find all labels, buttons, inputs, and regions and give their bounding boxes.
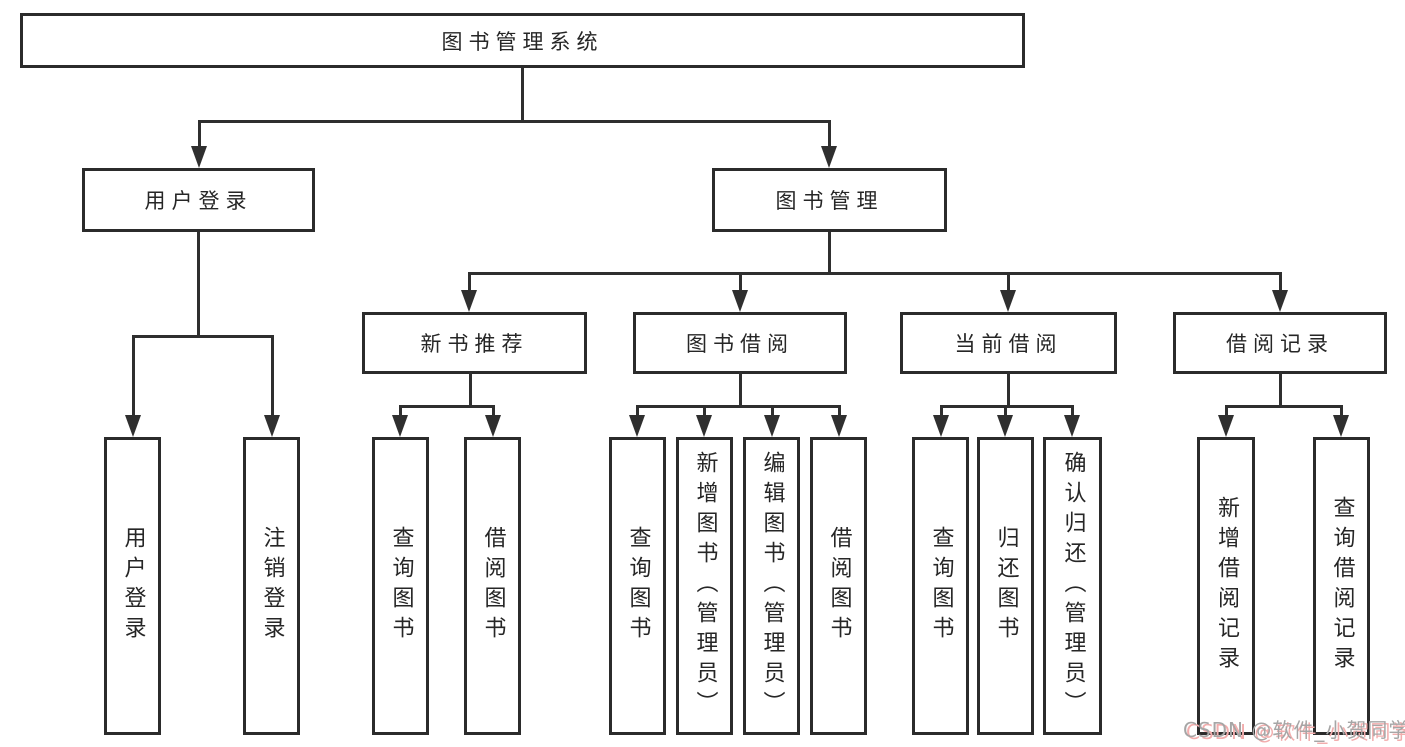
connector-borrowing-stem	[739, 372, 742, 405]
connector-arrow-line	[703, 405, 706, 417]
arrowhead-icon	[1000, 290, 1016, 312]
connector-arrow-line	[1225, 405, 1228, 417]
connector-new-book-branch	[399, 405, 495, 408]
arrowhead-icon	[392, 415, 408, 437]
connector-arrow-line	[132, 335, 135, 417]
node-book-borrowing: 图书借阅	[633, 312, 847, 374]
connector-arrow-line	[771, 405, 774, 417]
leaf-add-borrow-record: 新增借阅记录	[1197, 437, 1255, 735]
node-user-login: 用户登录	[82, 168, 315, 232]
arrowhead-icon	[696, 415, 712, 437]
leaf-add-books-admin: 新增图书（管理员）	[676, 437, 733, 735]
node-new-book-recommendation: 新书推荐	[362, 312, 587, 374]
connector-arrow-line	[271, 335, 274, 417]
connector-arrow-line	[940, 405, 943, 417]
connector-arrow-line	[1279, 272, 1282, 292]
connector-arrow-line	[636, 405, 639, 417]
connector-current-branch	[940, 405, 1074, 408]
arrowhead-icon	[191, 146, 207, 168]
node-current-borrowing: 当前借阅	[900, 312, 1117, 374]
connector-arrow-line	[1007, 272, 1010, 292]
arrowhead-icon	[1272, 290, 1288, 312]
leaf-confirm-return-admin: 确认归还（管理员）	[1043, 437, 1102, 735]
csdn-watermark: CSDN @软件_小贺同学	[1183, 718, 1405, 742]
connector-book-mgmt-stem	[828, 232, 831, 272]
connector-arrow-line	[838, 405, 841, 417]
arrowhead-icon	[764, 415, 780, 437]
arrowhead-icon	[461, 290, 477, 312]
arrowhead-icon	[732, 290, 748, 312]
arrowhead-icon	[1064, 415, 1080, 437]
arrowhead-icon	[933, 415, 949, 437]
connector-user-login-branch	[132, 335, 274, 338]
node-root: 图书管理系统	[20, 13, 1025, 68]
node-borrowing-records: 借阅记录	[1173, 312, 1387, 374]
arrowhead-icon	[1333, 415, 1349, 437]
connector-current-stem	[1007, 372, 1010, 405]
connector-records-stem	[1279, 372, 1282, 405]
arrowhead-icon	[629, 415, 645, 437]
leaf-user-login: 用户登录	[104, 437, 161, 735]
connector-arrow-line	[1071, 405, 1074, 417]
leaf-borrow-books-recommend: 借阅图书	[464, 437, 521, 735]
connector-arrow-line	[492, 405, 495, 417]
arrowhead-icon	[485, 415, 501, 437]
leaf-return-books: 归还图书	[977, 437, 1034, 735]
connector-user-login-stem	[197, 232, 200, 335]
connector-new-book-stem	[469, 372, 472, 405]
connector-records-branch	[1225, 405, 1343, 408]
leaf-query-books-recommend: 查询图书	[372, 437, 429, 735]
connector-book-mgmt-branch	[468, 272, 1282, 275]
connector-arrow-line	[198, 120, 201, 148]
arrowhead-icon	[997, 415, 1013, 437]
arrowhead-icon	[264, 415, 280, 437]
connector-root-branch	[198, 120, 831, 123]
leaf-query-books-borrowing: 查询图书	[609, 437, 666, 735]
arrowhead-icon	[831, 415, 847, 437]
arrowhead-icon	[821, 146, 837, 168]
node-book-management: 图书管理	[712, 168, 947, 232]
leaf-logout-login: 注销登录	[243, 437, 300, 735]
connector-arrow-line	[468, 272, 471, 292]
leaf-query-books-current: 查询图书	[912, 437, 969, 735]
arrowhead-icon	[1218, 415, 1234, 437]
connector-borrowing-branch	[636, 405, 841, 408]
connector-arrow-line	[739, 272, 742, 292]
connector-arrow-line	[1340, 405, 1343, 417]
connector-arrow-line	[399, 405, 402, 417]
connector-root-stem	[521, 68, 524, 120]
leaf-borrow-books: 借阅图书	[810, 437, 867, 735]
connector-arrow-line	[828, 120, 831, 148]
arrowhead-icon	[125, 415, 141, 437]
leaf-edit-books-admin: 编辑图书（管理员）	[743, 437, 800, 735]
leaf-query-borrow-record: 查询借阅记录	[1313, 437, 1370, 735]
connector-arrow-line	[1004, 405, 1007, 417]
